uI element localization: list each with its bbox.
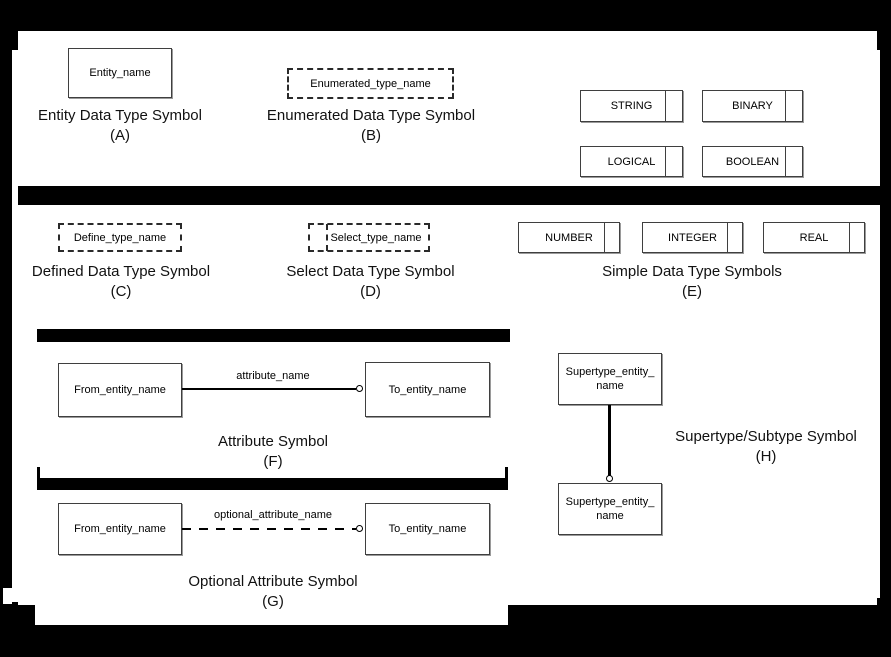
string-type-divider — [664, 91, 666, 121]
defined-caption: Defined Data Type Symbol (C) — [16, 262, 226, 302]
separator-bar-middle — [37, 329, 510, 342]
logical-type-divider — [664, 147, 666, 176]
attribute-end-circle — [356, 385, 363, 392]
separator-bar-top — [18, 186, 880, 205]
number-type-divider — [603, 223, 605, 252]
defined-box-label: Define_type_name — [73, 231, 167, 244]
attribute-name-label: attribute_name — [236, 370, 310, 382]
simple-types-caption: Simple Data Type Symbols (E) — [582, 262, 802, 302]
binary-type-box: BINARY — [702, 90, 803, 122]
entity-data-type-box: Entity_name — [68, 48, 172, 98]
supertype-connector-line — [608, 405, 611, 476]
separator-bar-lower-right-tick — [505, 467, 508, 478]
supertype-caption-tag: (H) — [755, 448, 777, 465]
enumerated-box-label: Enumerated_type_name — [310, 77, 431, 90]
attribute-to-label: To_entity_name — [388, 383, 467, 396]
optional-end-circle — [356, 525, 363, 532]
defined-caption-text: Defined Data Type Symbol — [31, 263, 211, 280]
integer-type-box: INTEGER — [642, 222, 743, 253]
optional-to-entity-box: To_entity_name — [365, 503, 490, 555]
attribute-caption-text: Attribute Symbol — [217, 433, 329, 450]
defined-caption-tag: (C) — [110, 283, 132, 300]
separator-bar-lower — [37, 478, 508, 490]
attribute-to-entity-box: To_entity_name — [365, 362, 490, 417]
select-box-inner-line — [326, 224, 328, 251]
optional-attribute-name-label: optional_attribute_name — [213, 509, 333, 521]
simple-types-caption-tag: (E) — [682, 283, 702, 300]
binary-type-divider — [784, 91, 786, 121]
binary-type-label: BINARY — [732, 100, 773, 112]
supertype-end-circle — [606, 475, 613, 482]
supertype-entity-box: Supertype_entity_ name — [558, 353, 662, 405]
page-panel-bottom-extension — [35, 605, 508, 625]
enumerated-caption-text: Enumerated Data Type Symbol — [266, 107, 476, 124]
optional-connector-dashed-line — [182, 528, 356, 530]
attribute-from-label: From_entity_name — [74, 384, 166, 396]
separator-bar-lower-left-tick — [37, 467, 40, 478]
integer-type-divider — [726, 223, 728, 252]
number-type-label: NUMBER — [545, 231, 593, 244]
optional-caption: Optional Attribute Symbol (G) — [173, 572, 373, 612]
boolean-type-label: BOOLEAN — [725, 155, 780, 168]
select-data-type-box: Select_type_name — [308, 223, 430, 252]
attribute-connector-line — [182, 388, 356, 390]
select-caption: Select Data Type Symbol (D) — [268, 262, 473, 302]
string-type-label: STRING — [610, 100, 653, 112]
attribute-from-entity-box: From_entity_name — [58, 363, 182, 417]
defined-data-type-box: Define_type_name — [58, 223, 182, 252]
optional-to-label: To_entity_name — [388, 523, 467, 535]
real-type-divider — [848, 223, 850, 252]
logical-type-box: LOGICAL — [580, 146, 683, 177]
optional-caption-tag: (G) — [262, 593, 284, 610]
subtype-box-label: Supertype_entity_ name — [565, 496, 655, 522]
enumerated-data-type-box: Enumerated_type_name — [287, 68, 454, 99]
supertype-box-label: Supertype_entity_ name — [565, 366, 655, 392]
page-panel-right-step — [877, 50, 880, 598]
boolean-type-divider — [784, 147, 786, 176]
integer-type-label: INTEGER — [668, 231, 717, 244]
attribute-caption: Attribute Symbol (F) — [173, 432, 373, 472]
number-type-box: NUMBER — [518, 222, 620, 253]
entity-caption: Entity Data Type Symbol (A) — [20, 106, 220, 146]
optional-from-label: From_entity_name — [74, 523, 166, 535]
select-caption-tag: (D) — [360, 283, 381, 300]
simple-types-caption-text: Simple Data Type Symbols — [602, 263, 782, 280]
enumerated-caption: Enumerated Data Type Symbol (B) — [261, 106, 481, 146]
supertype-caption-text: Supertype/Subtype Symbol — [675, 428, 857, 445]
logical-type-label: LOGICAL — [607, 155, 656, 168]
page-panel-bottom-sliver — [3, 588, 12, 604]
real-type-label: REAL — [799, 231, 829, 244]
select-box-label: Select_type_name — [330, 231, 422, 244]
attribute-caption-tag: (F) — [263, 453, 283, 470]
optional-caption-text: Optional Attribute Symbol — [188, 573, 358, 590]
entity-caption-tag: (A) — [110, 127, 130, 144]
string-type-box: STRING — [580, 90, 683, 122]
real-type-box: REAL — [763, 222, 865, 253]
entity-box-label: Entity_name — [89, 67, 151, 79]
enumerated-caption-tag: (B) — [361, 127, 381, 144]
page-panel-left-step — [12, 50, 18, 602]
entity-caption-text: Entity Data Type Symbol — [38, 107, 202, 124]
supertype-caption: Supertype/Subtype Symbol (H) — [646, 427, 886, 467]
select-caption-text: Select Data Type Symbol — [286, 263, 455, 280]
boolean-type-box: BOOLEAN — [702, 146, 803, 177]
subtype-entity-box: Supertype_entity_ name — [558, 483, 662, 535]
optional-from-entity-box: From_entity_name — [58, 503, 182, 555]
